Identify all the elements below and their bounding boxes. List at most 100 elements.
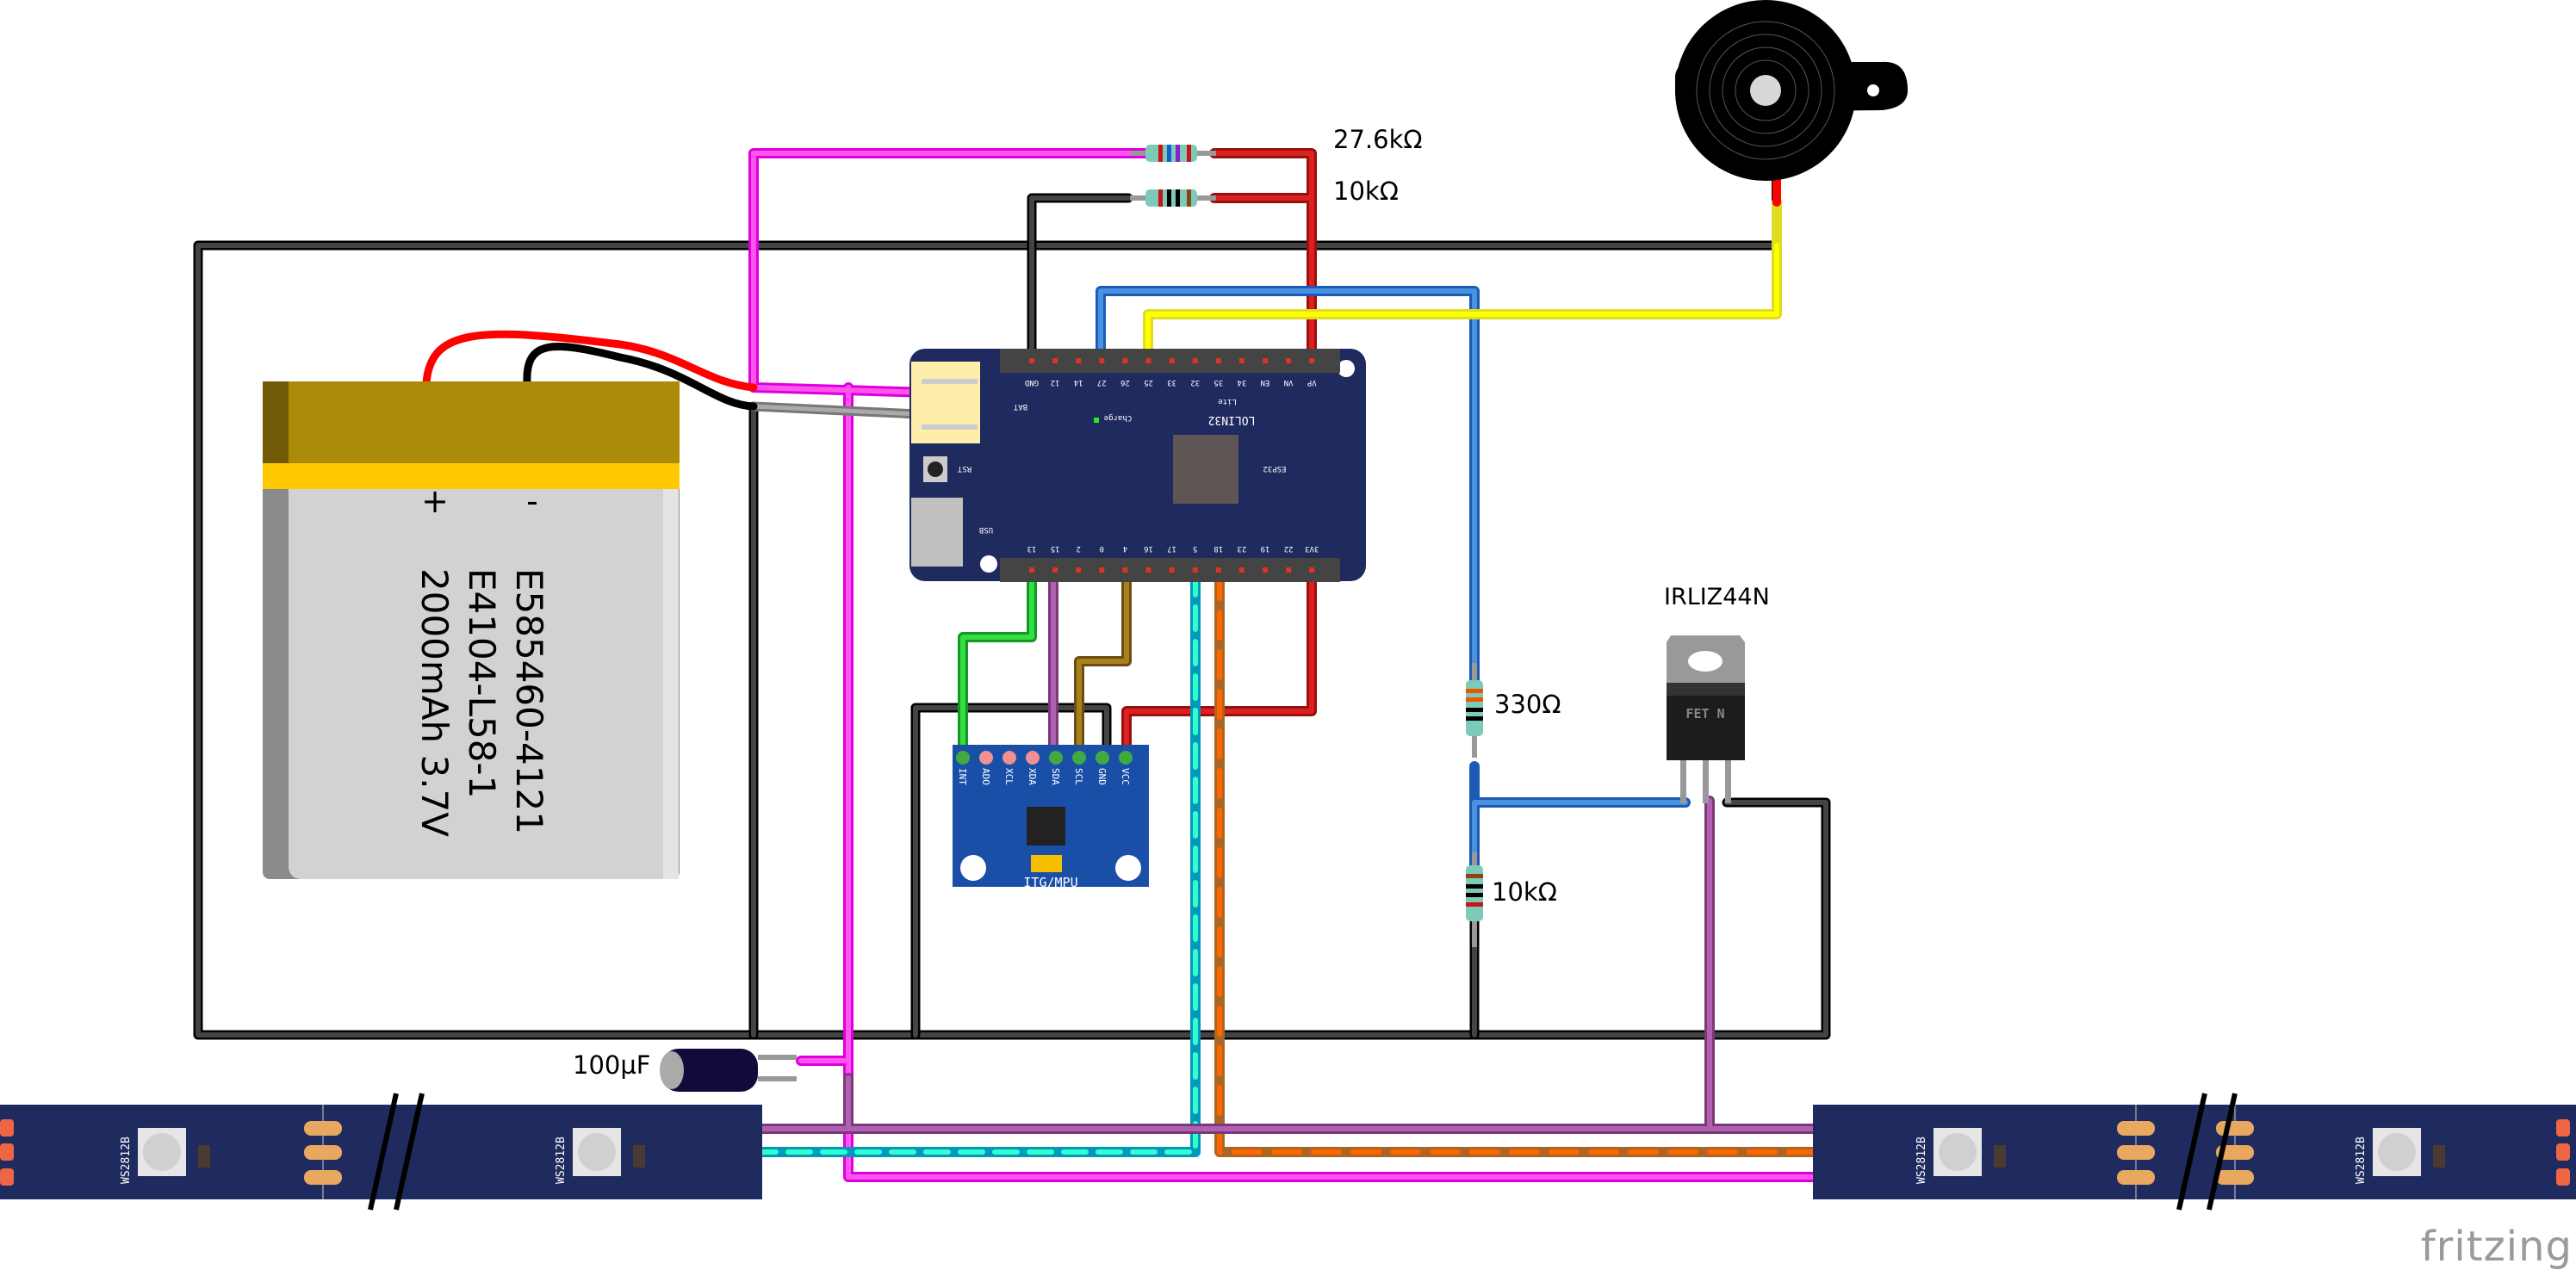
resistor-10k-bottom-label: 10kΩ	[1492, 877, 1557, 907]
board-pin-bottom[interactable]	[1122, 567, 1128, 573]
battery-label-3: 2000mAh 3.7V	[413, 568, 456, 837]
board-pin-bottom[interactable]	[1215, 567, 1221, 573]
capacitor-100uf[interactable]	[660, 1049, 797, 1092]
board-pin-bottom[interactable]	[1169, 567, 1175, 573]
mpu-pin[interactable]	[1002, 751, 1016, 765]
fritzing-watermark: fritzing	[2420, 1223, 2573, 1271]
board-pin-label: 16	[1144, 544, 1153, 553]
board-pin-top[interactable]	[1192, 358, 1198, 363]
mpu-pin-label: INT	[957, 768, 968, 785]
board-pin-label: 15	[1051, 544, 1060, 553]
board-pin-label: 27	[1097, 378, 1107, 387]
charge-label: Charge	[1104, 413, 1133, 422]
board-pin-bottom[interactable]	[1029, 567, 1034, 573]
board-pin-top[interactable]	[1286, 358, 1292, 363]
board-pin-bottom[interactable]	[1263, 567, 1268, 573]
bat-label: BAT	[1013, 402, 1027, 411]
mosfet[interactable]: FET N	[1667, 635, 1745, 803]
resistor-27k6[interactable]	[1130, 145, 1216, 162]
resistor-10k-top[interactable]	[1130, 189, 1216, 207]
resistor-10k-bottom[interactable]	[1466, 852, 1483, 947]
wire-gpio25-buzzer[interactable]	[1143, 197, 1782, 367]
board-pin-bottom[interactable]	[1309, 567, 1315, 573]
solder-pad	[304, 1170, 342, 1185]
board-pin-top[interactable]	[1076, 358, 1082, 363]
board-pin-top[interactable]	[1238, 358, 1245, 363]
mosfet-marking: FET N	[1685, 706, 1724, 722]
board-pin-label: 32	[1190, 378, 1200, 387]
strip-end-pad	[2556, 1119, 2570, 1137]
board-pin-label: 22	[1284, 544, 1294, 553]
mpu-pin-label: XCL	[1003, 768, 1015, 785]
board-pin-top[interactable]	[1029, 358, 1034, 363]
mpu-pin[interactable]	[1026, 751, 1040, 765]
solder-pad	[304, 1145, 342, 1160]
mpu-pin[interactable]	[1119, 751, 1133, 765]
wire-int[interactable]	[958, 567, 1037, 754]
battery-label-2: E4104-L58-1	[461, 568, 503, 798]
ws2812b-led: WS2812B	[2355, 1128, 2445, 1184]
piezo-buzzer[interactable]	[1650, 0, 1908, 181]
board-chip: ESP32	[1263, 464, 1286, 473]
board-pin-top[interactable]	[1263, 358, 1268, 363]
board-pin-top[interactable]	[1169, 358, 1175, 363]
board-pin-label: 35	[1214, 378, 1223, 387]
board-pin-top[interactable]	[1309, 358, 1315, 363]
mpu-pin-label: GND	[1096, 768, 1108, 785]
board-pin-label: 26	[1120, 378, 1130, 387]
solder-pad	[2216, 1121, 2254, 1136]
board-pin-label: GND	[1025, 378, 1039, 387]
ws2812b-led: WS2812B	[1915, 1128, 2006, 1184]
lolin32-board[interactable]: LOLIN32 Lite ESP32 Charge BAT RST USB GN…	[909, 349, 1366, 582]
mpu-pin[interactable]	[1072, 751, 1086, 765]
strip-end-pad	[0, 1143, 14, 1161]
mpu-pin-label: ADO	[980, 768, 991, 785]
resistor-27k6-label: 27.6kΩ	[1333, 125, 1423, 154]
board-pin-label: 25	[1144, 378, 1153, 387]
board-pin-bottom[interactable]	[1099, 567, 1105, 573]
board-pin-top[interactable]	[1122, 358, 1128, 363]
mpu-pin[interactable]	[1049, 751, 1063, 765]
resistor-10k-top-label: 10kΩ	[1333, 177, 1399, 206]
board-name: LOLIN32	[1208, 413, 1256, 426]
wires	[193, 125, 1831, 1182]
board-pin-bottom[interactable]	[1286, 567, 1292, 573]
board-pin-label: 19	[1261, 544, 1270, 553]
board-pin-bottom[interactable]	[1076, 567, 1082, 573]
solder-pad	[2117, 1145, 2155, 1160]
board-pin-label: EN	[1261, 378, 1270, 387]
board-pin-label: 14	[1074, 378, 1083, 387]
wire-gnd-divider[interactable]	[1027, 193, 1133, 367]
board-pin-top[interactable]	[1215, 358, 1221, 363]
strip-end-pad	[0, 1119, 14, 1137]
board-pin-label: 34	[1237, 378, 1246, 387]
strip-break-mark	[2176, 1093, 2207, 1211]
mpu-pin[interactable]	[979, 751, 993, 765]
board-pin-label: 0	[1100, 544, 1104, 553]
mpu-pin[interactable]	[956, 751, 970, 765]
mpu-pin-label: SCL	[1073, 768, 1084, 785]
board-pin-label: 5	[1193, 544, 1197, 553]
solder-pad	[2117, 1121, 2155, 1136]
board-pin-bottom[interactable]	[1052, 567, 1058, 573]
mpu-pin-label: SDA	[1050, 768, 1061, 785]
mpu-pin[interactable]	[1096, 751, 1109, 765]
board-pin-label: VP	[1307, 378, 1316, 387]
lipo-battery[interactable]: + - E585460-4121 E4104-L58-1 2000mAh 3.7…	[263, 381, 680, 879]
board-pin-top[interactable]	[1052, 358, 1058, 363]
resistor-330[interactable]	[1466, 663, 1483, 758]
board-pin-top[interactable]	[1145, 358, 1151, 363]
board-pin-top[interactable]	[1099, 358, 1105, 363]
board-pin-bottom[interactable]	[1192, 567, 1198, 573]
board-pin-bottom[interactable]	[1145, 567, 1151, 573]
wire-vp-divider[interactable]	[1209, 148, 1317, 367]
strip-break-mark	[368, 1093, 399, 1211]
usb-label: USB	[979, 525, 993, 534]
board-pin-bottom[interactable]	[1238, 567, 1245, 573]
mpu-title: ITG/MPU	[1023, 875, 1077, 890]
mpu-pin-label: VCC	[1120, 768, 1131, 785]
ws2812b-led: WS2812B	[120, 1128, 210, 1184]
